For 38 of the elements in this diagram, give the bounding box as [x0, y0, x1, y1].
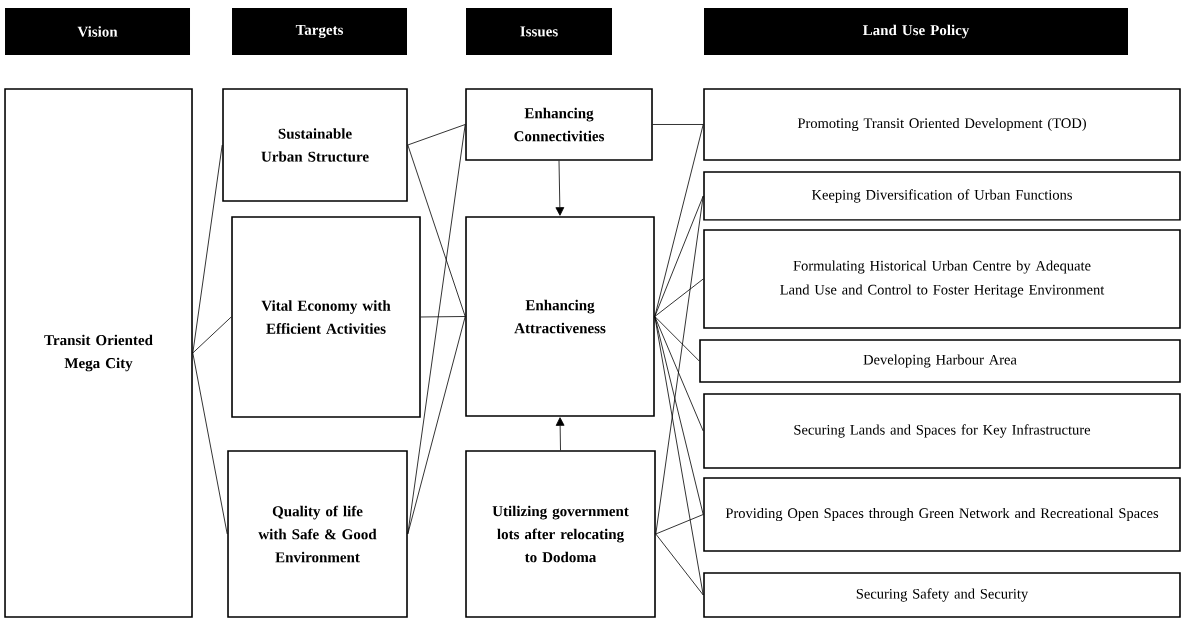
- connector-line: [407, 124, 466, 535]
- connector-line: [407, 316, 466, 535]
- connector-line: [420, 316, 466, 318]
- policy-box: Formulating Historical Urban Centre by Adequate Land Use and Control to Foster Heritage Environment: [703, 229, 1181, 329]
- policy-box: Securing Lands and Spaces for Key Infrastructure: [703, 393, 1181, 469]
- connector-line: [654, 278, 704, 317]
- connector-line: [654, 124, 704, 317]
- policy-box: Developing Harbour Area: [699, 339, 1181, 383]
- text-box: Transit Oriented Mega City: [4, 88, 193, 618]
- policy-box: Providing Open Spaces through Green Network and Recreational Spaces: [703, 477, 1181, 552]
- text-box: Quality of life with Safe & Good Environment: [227, 450, 408, 618]
- policy-box: Promoting Transit Oriented Development (TOD): [703, 88, 1181, 161]
- connector-line: [654, 316, 704, 432]
- connector-line: [192, 352, 228, 535]
- connector-line: [192, 144, 223, 354]
- connector-line: [192, 316, 232, 354]
- text-box: Enhancing Connectivities: [465, 88, 653, 161]
- policy-box: Securing Safety and Security: [703, 572, 1181, 618]
- column-header: Vision: [5, 8, 190, 55]
- connector-line: [654, 316, 700, 362]
- connector-line: [655, 533, 704, 596]
- connector-line: [652, 124, 704, 125]
- connector-line: [407, 124, 466, 146]
- text-box: Sustainable Urban Structure: [222, 88, 408, 202]
- connector-line: [655, 195, 704, 535]
- arrow: [555, 160, 565, 216]
- connector-line: [655, 514, 704, 535]
- column-header: Issues: [466, 8, 612, 55]
- column-header: Land Use Policy: [704, 8, 1128, 55]
- text-box: Enhancing Attractiveness: [465, 216, 655, 417]
- connector-line: [407, 144, 466, 317]
- text-box: Utilizing government lots after relocating to Dodoma: [465, 450, 656, 618]
- arrow: [555, 417, 565, 451]
- connector-line: [654, 316, 704, 596]
- text-box: Vital Economy with Efficient Activities: [231, 216, 421, 418]
- policy-box: Keeping Diversification of Urban Functions: [703, 171, 1181, 221]
- connector-line: [654, 195, 704, 317]
- column-header: Targets: [232, 8, 407, 55]
